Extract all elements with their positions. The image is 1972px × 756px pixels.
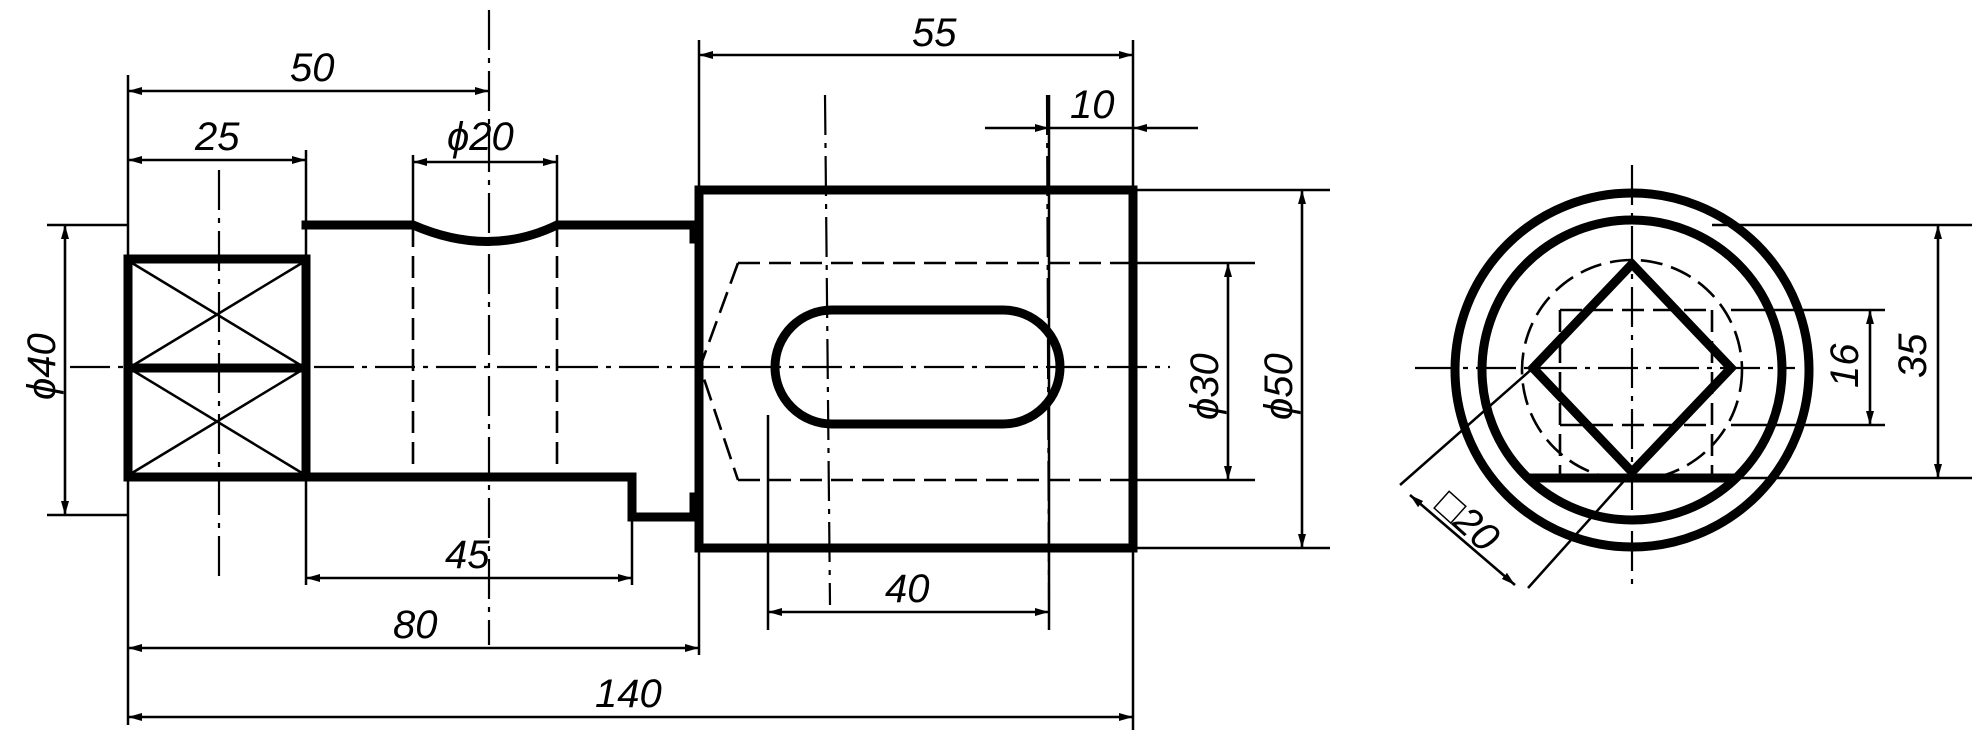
inner-circle <box>1477 215 1787 525</box>
flat-cross-line <box>131 368 303 475</box>
extension-lines <box>47 40 1972 730</box>
dim-55-label: 55 <box>912 11 957 55</box>
block-outline <box>694 185 1138 553</box>
dim-140-label: 140 <box>595 672 662 716</box>
dim-phi50-label: ϕ50 <box>1257 353 1301 420</box>
dim-line-square20 <box>1409 494 1516 586</box>
slot-left-centerline <box>823 94 832 606</box>
flat-hidden-lines <box>1560 308 1712 427</box>
bore-hidden-lines <box>738 261 1133 482</box>
flat-hidden-verticals <box>1558 310 1714 478</box>
dim-10-label: 10 <box>1070 83 1115 127</box>
shaft-outline <box>301 220 699 522</box>
dim-square20-label: □20 <box>1427 482 1507 561</box>
dim-phi20-label: ϕ20 <box>447 115 514 159</box>
dim-80-label: 80 <box>393 603 438 647</box>
dim-50-label: 50 <box>290 46 335 90</box>
front-view <box>70 10 1170 645</box>
dimensions: 140 80 45 50 25 ϕ20 ϕ40 55 10 40 ϕ30 <box>20 11 1972 730</box>
outer-circle <box>1450 188 1814 552</box>
dim-phi40-label: ϕ40 <box>20 333 64 400</box>
dim-45-label: 45 <box>445 533 490 577</box>
dim-40-label: 40 <box>885 567 930 611</box>
dim-phi30-label: ϕ30 <box>1183 353 1227 420</box>
flat-cross-line <box>131 261 303 368</box>
dim-16-label: 16 <box>1823 343 1867 388</box>
bore-cone-hidden <box>698 262 740 481</box>
dim-25-label: 25 <box>194 115 240 159</box>
dim-35-label: 35 <box>1891 333 1935 378</box>
